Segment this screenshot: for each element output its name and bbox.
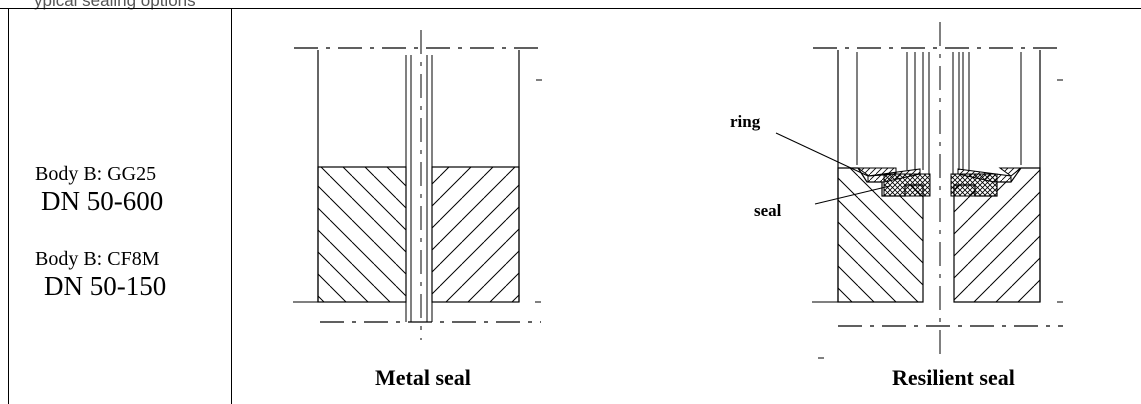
header-partial-text: ypical sealing options [34, 0, 196, 10]
material-body-gg25: Body B: GG25 [35, 163, 157, 185]
resilient-seal-drawing [775, 22, 1063, 360]
material-dn-gg25: DN 50-600 [41, 186, 164, 216]
top-rule [0, 8, 1141, 9]
ring-callout: ring [730, 112, 761, 131]
ring-leader-line [775, 132, 869, 177]
left-border [8, 8, 9, 404]
seal-leader-line [814, 185, 891, 205]
material-dn-cf8m: DN 50-150 [44, 271, 167, 301]
resilient-seal-caption: Resilient seal [892, 365, 1015, 390]
metal-seal-drawing [293, 30, 542, 340]
material-body-cf8m: Body B: CF8M [35, 248, 160, 270]
seal-callout: seal [754, 201, 782, 220]
metal-seal-caption: Metal seal [375, 365, 471, 390]
column-divider [231, 8, 232, 404]
